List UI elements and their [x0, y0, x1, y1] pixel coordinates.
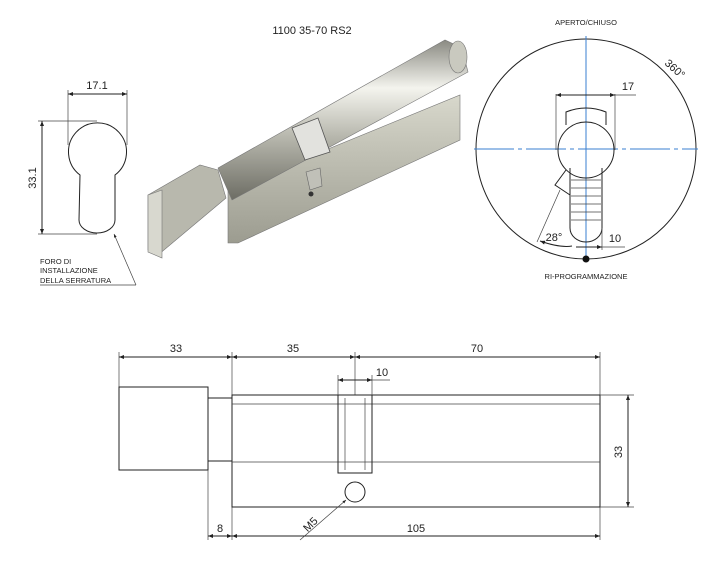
knob-top	[565, 107, 607, 125]
reprogramming-label: RI-PROGRAMMAZIONE	[545, 272, 628, 281]
body-length-dim: 105	[407, 523, 425, 535]
neck	[207, 397, 233, 462]
keyhole-height-dim: 33.1	[27, 167, 39, 188]
knob-core	[557, 121, 615, 179]
keyhole-profile: 17.1 33.1 FORO DI INSTALLAZIONE DELLA SE…	[27, 80, 137, 286]
knob-width-dim: 17	[622, 81, 634, 93]
inner-length-dim: 35	[287, 343, 299, 355]
screw-size-label: M5	[301, 515, 320, 534]
cylinder-3d-render	[147, 39, 469, 259]
knob-length-dim: 33	[170, 343, 182, 355]
side-view: 33 35 70 10 M5 33 8 105	[118, 343, 634, 541]
keyhole-label-line-1: FORO DI	[40, 257, 71, 266]
product-title: 1100 35-70 RS2	[272, 25, 351, 37]
keyhole-outline	[68, 122, 127, 234]
leader-line	[113, 233, 137, 286]
cam-flag	[569, 168, 603, 243]
cylinder-body	[231, 394, 601, 508]
open-closed-label: APERTO/CHIUSO	[555, 18, 617, 27]
keyhole-label-line-2: INSTALLAZIONE	[40, 266, 98, 275]
full-rotation-angle: 360°	[662, 57, 687, 81]
keyhole-label-line-3: DELLA SERRATURA	[40, 276, 111, 285]
keyhole-width-dim: 17.1	[86, 80, 107, 92]
neck-length-dim: 8	[217, 523, 223, 535]
cam-width-dim: 10	[609, 233, 621, 245]
body-height-dim: 33	[613, 446, 625, 458]
rotation-view: APERTO/CHIUSO RI-PROGRAMMAZIONE 360° 17 …	[474, 18, 698, 281]
reprogramming-point	[582, 255, 590, 263]
screw-hole	[344, 481, 366, 503]
outer-length-dim: 70	[471, 343, 483, 355]
cam-slot	[337, 394, 373, 474]
cam-slot-width-dim: 10	[376, 367, 388, 379]
cam-angle: 28°	[546, 232, 563, 244]
thumb-turn	[118, 386, 209, 471]
